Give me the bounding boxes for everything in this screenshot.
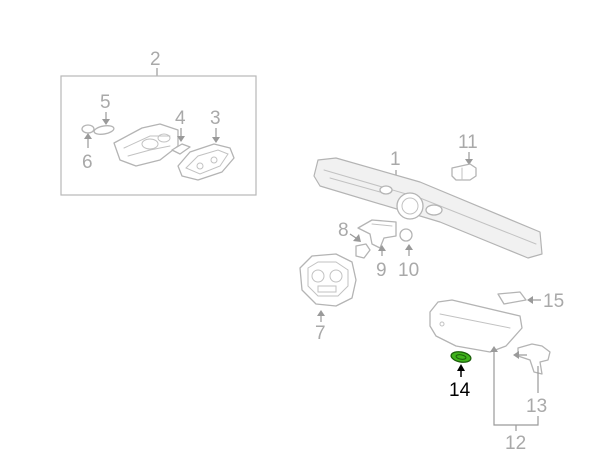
part-7-group: 7 bbox=[299, 253, 357, 344]
callout-12-arrow bbox=[490, 346, 498, 352]
part-14-clip-highlighted[interactable] bbox=[450, 350, 472, 363]
callout-1[interactable]: 1 bbox=[390, 149, 401, 170]
callout-11[interactable]: 11 bbox=[458, 132, 478, 153]
callout-9-arrow bbox=[378, 245, 386, 251]
part-14-group[interactable]: 14 bbox=[449, 350, 472, 401]
callout-7-arrow bbox=[317, 310, 325, 316]
callout-10[interactable]: 10 bbox=[398, 260, 419, 281]
callout-5-arrow bbox=[102, 119, 110, 125]
callout-14[interactable]: 14 bbox=[449, 380, 471, 401]
parts-8-9-10-group: 8 9 10 bbox=[338, 219, 419, 281]
callout-2[interactable]: 2 bbox=[150, 49, 161, 70]
callout-5[interactable]: 5 bbox=[100, 92, 111, 113]
console-housing bbox=[113, 123, 179, 167]
assembly-2-frame bbox=[60, 75, 257, 196]
part-1-group: 1 bbox=[313, 149, 543, 259]
part-15-pad bbox=[497, 291, 527, 305]
callout-10-arrow bbox=[405, 244, 413, 250]
callout-4[interactable]: 4 bbox=[175, 108, 186, 129]
callout-8-leader bbox=[349, 233, 357, 239]
callout-7[interactable]: 7 bbox=[315, 323, 326, 344]
callout-6-arrow bbox=[84, 133, 92, 139]
part-11-group: 11 bbox=[451, 132, 478, 181]
part-11-bracket bbox=[451, 163, 477, 181]
part-10-plug bbox=[399, 228, 413, 242]
callout-4-arrow bbox=[177, 136, 185, 142]
callout-8[interactable]: 8 bbox=[338, 220, 349, 241]
part-9-bracket bbox=[357, 219, 397, 249]
part-4-clip bbox=[171, 143, 191, 155]
part-6-cap bbox=[81, 124, 95, 134]
callout-9[interactable]: 9 bbox=[376, 260, 387, 281]
callout-3-arrow bbox=[212, 137, 220, 143]
callout-15-arrow bbox=[527, 296, 533, 304]
callout-14-arrow bbox=[457, 364, 465, 371]
part-12-sun-visor bbox=[429, 299, 523, 353]
callout-8-arrow bbox=[353, 234, 361, 242]
assembly-2-group: 2 5 6 4 3 bbox=[60, 49, 257, 196]
part-5-ring bbox=[93, 125, 115, 135]
part-7-console bbox=[299, 253, 357, 307]
part-8-nut bbox=[355, 243, 371, 259]
callout-11-arrow bbox=[465, 159, 473, 165]
part-13-bracket bbox=[517, 343, 551, 375]
part-15-group: 15 bbox=[497, 291, 564, 312]
callout-3[interactable]: 3 bbox=[210, 108, 221, 129]
part-1-center-boss bbox=[396, 192, 424, 220]
part-12-group: 13 12 bbox=[429, 299, 551, 453]
callout-13[interactable]: 13 bbox=[526, 396, 547, 417]
callout-13-arrow bbox=[513, 351, 519, 359]
callout-6[interactable]: 6 bbox=[82, 152, 93, 173]
callout-12[interactable]: 12 bbox=[505, 433, 526, 453]
callout-15[interactable]: 15 bbox=[543, 291, 564, 312]
